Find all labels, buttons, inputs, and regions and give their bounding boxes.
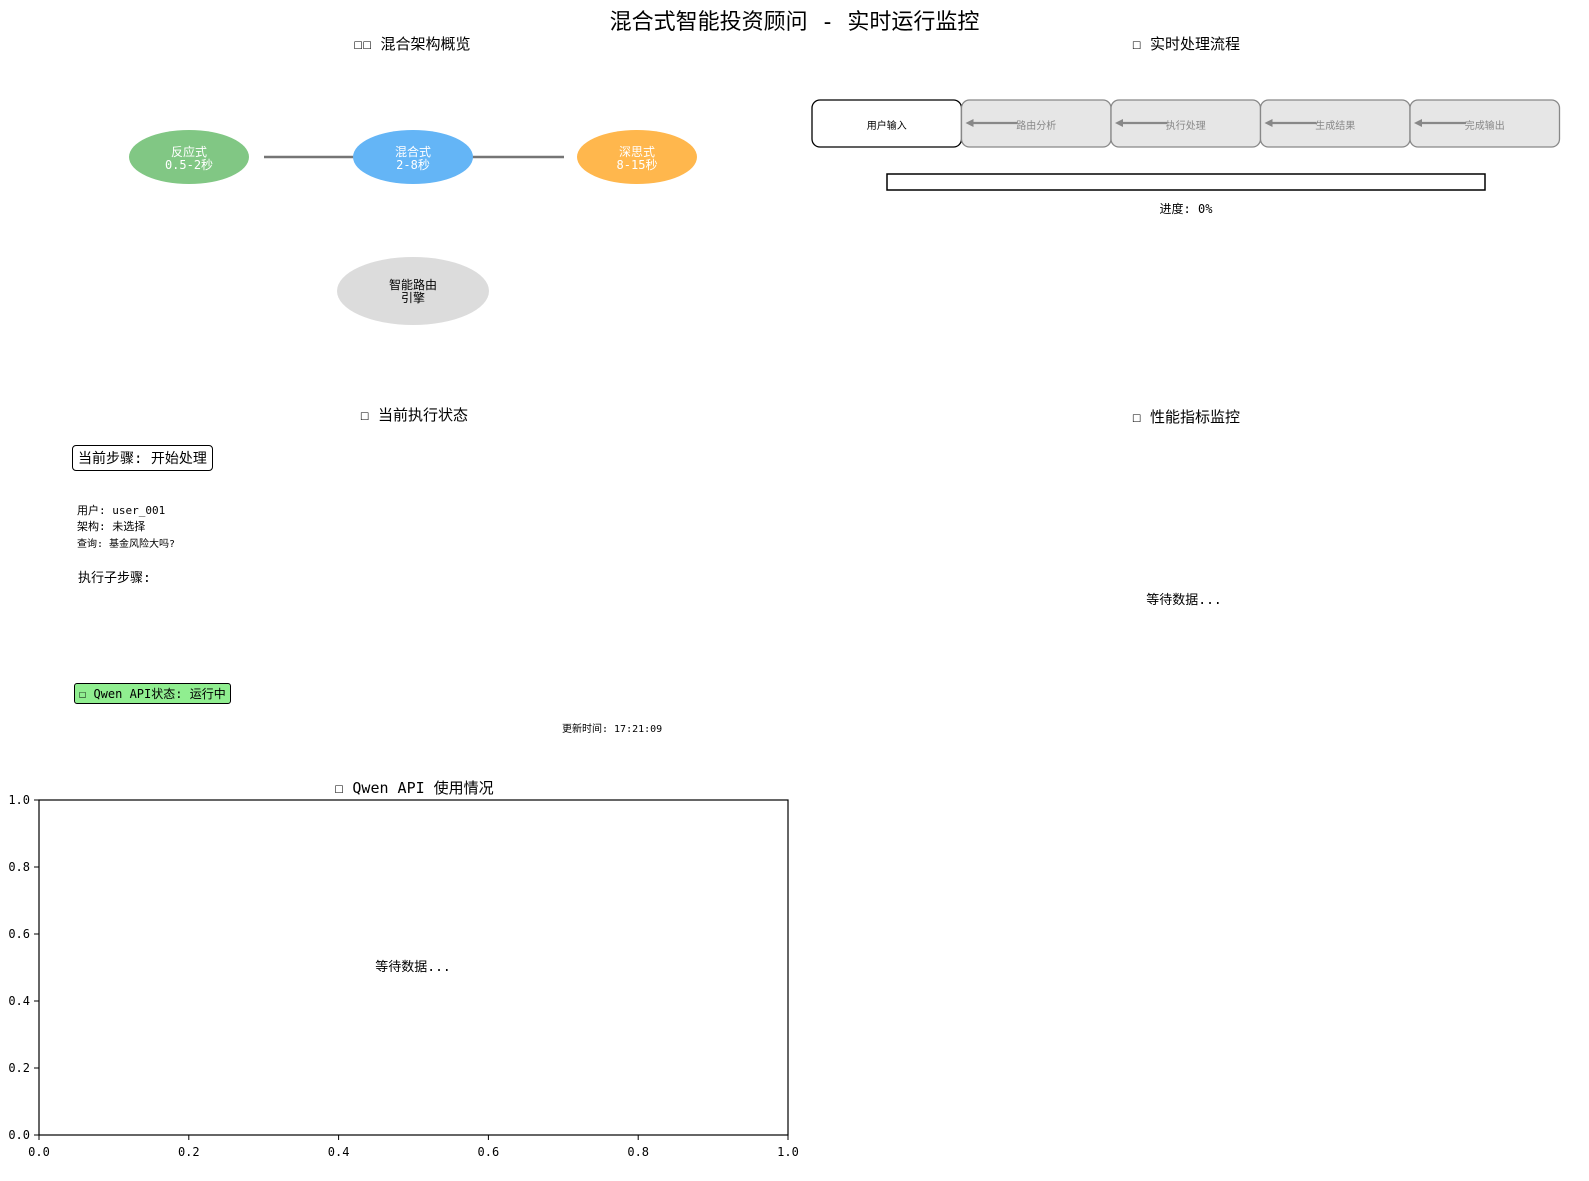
api-status-badge: ☐ Qwen API状态: 运行中: [74, 683, 231, 704]
user-info: 用户: user_001: [77, 504, 166, 517]
flow-step-label: 完成输出: [1465, 119, 1505, 132]
y-tick-label: 0.6: [8, 927, 30, 941]
router-label-1: 智能路由: [389, 277, 437, 292]
architecture-title: ☐☐ 混合架构概览: [353, 35, 471, 53]
flow-step: 用户输入: [811, 99, 963, 148]
flow-arrow-head: [1414, 119, 1422, 127]
y-tick-label: 1.0: [8, 793, 30, 807]
y-tick-label: 0.2: [8, 1061, 30, 1075]
x-tick-label: 0.6: [478, 1145, 500, 1159]
flow-step: 生成结果: [1259, 99, 1411, 148]
substeps-label: 执行子步骤:: [78, 571, 151, 586]
flow-diagram: 用户输入 路由分析 执行处理 生成结果 完成输出: [811, 99, 1561, 191]
reactive-node-label: 反应式: [171, 144, 207, 159]
deliberative-node: 深思式 8-15秒: [577, 130, 697, 184]
plot-area: [38, 799, 789, 1136]
status-title: ☐ 当前执行状态: [359, 406, 469, 424]
flow-step-label: 执行处理: [1166, 119, 1206, 132]
architecture-info: 架构: 未选择: [77, 520, 146, 533]
x-tick-label: 0.4: [328, 1145, 350, 1159]
reactive-node-time: 0.5-2秒: [165, 158, 213, 172]
hybrid-node-label: 混合式: [395, 144, 431, 159]
deliberative-node-label: 深思式: [619, 145, 655, 159]
y-tick-label: 0.8: [8, 860, 30, 874]
flow-arrow-head: [965, 119, 974, 127]
y-tick-label: 0.4: [8, 994, 30, 1008]
flow-step: 执行处理: [1110, 99, 1262, 148]
y-tick-label: 0.0: [8, 1128, 30, 1142]
page-title: 混合式智能投资顾问 - 实时运行监控: [609, 10, 980, 35]
current-step-box: 当前步骤: 开始处理: [72, 445, 213, 471]
flow-step: 路由分析: [960, 99, 1112, 148]
reactive-node: 反应式 0.5-2秒: [129, 130, 249, 184]
chart-waiting-text: 等待数据...: [375, 959, 450, 975]
x-tick-label: 0.8: [627, 1145, 649, 1159]
x-tick-label: 1.0: [777, 1145, 799, 1159]
flow-step-label: 用户输入: [867, 119, 907, 132]
performance-title: ☐ 性能指标监控: [1131, 408, 1241, 426]
architecture-diagram: 反应式 0.5-2秒 混合式 2-8秒 深思式 8-15秒 智能路由 引擎: [129, 130, 697, 325]
update-time: 更新时间: 17:21:09: [562, 724, 663, 735]
hybrid-node-time: 2-8秒: [396, 158, 430, 172]
api-chart-title: ☐ Qwen API 使用情况: [334, 779, 494, 797]
flow-step: 完成输出: [1409, 99, 1561, 148]
flow-step-label: 路由分析: [1016, 119, 1056, 132]
flow-arrow-head: [1264, 119, 1273, 127]
flow-arrow-head: [1115, 119, 1123, 127]
query-info: 查询: 基金风险大吗?: [77, 539, 176, 550]
hybrid-node: 混合式 2-8秒: [353, 130, 473, 184]
performance-waiting: 等待数据...: [1146, 593, 1222, 608]
flow-title: ☐ 实时处理流程: [1131, 35, 1241, 53]
flow-step-box: [1409, 99, 1561, 148]
x-tick-label: 0.2: [178, 1145, 200, 1159]
x-tick-label: 0.0: [28, 1145, 50, 1159]
router-label-2: 引擎: [401, 290, 425, 305]
api-usage-chart: 0.0 0.2 0.4 0.6 0.8 1.0 0.0 0.2 0.4 0.6 0.8 1.0 等待…: [8, 793, 799, 1159]
progress-bar-track: [886, 173, 1486, 191]
progress-label: 进度: 0%: [1159, 202, 1213, 216]
flow-step-label: 生成结果: [1315, 119, 1355, 132]
deliberative-node-time: 8-15秒: [617, 158, 658, 172]
router-node: 智能路由 引擎: [337, 257, 489, 325]
